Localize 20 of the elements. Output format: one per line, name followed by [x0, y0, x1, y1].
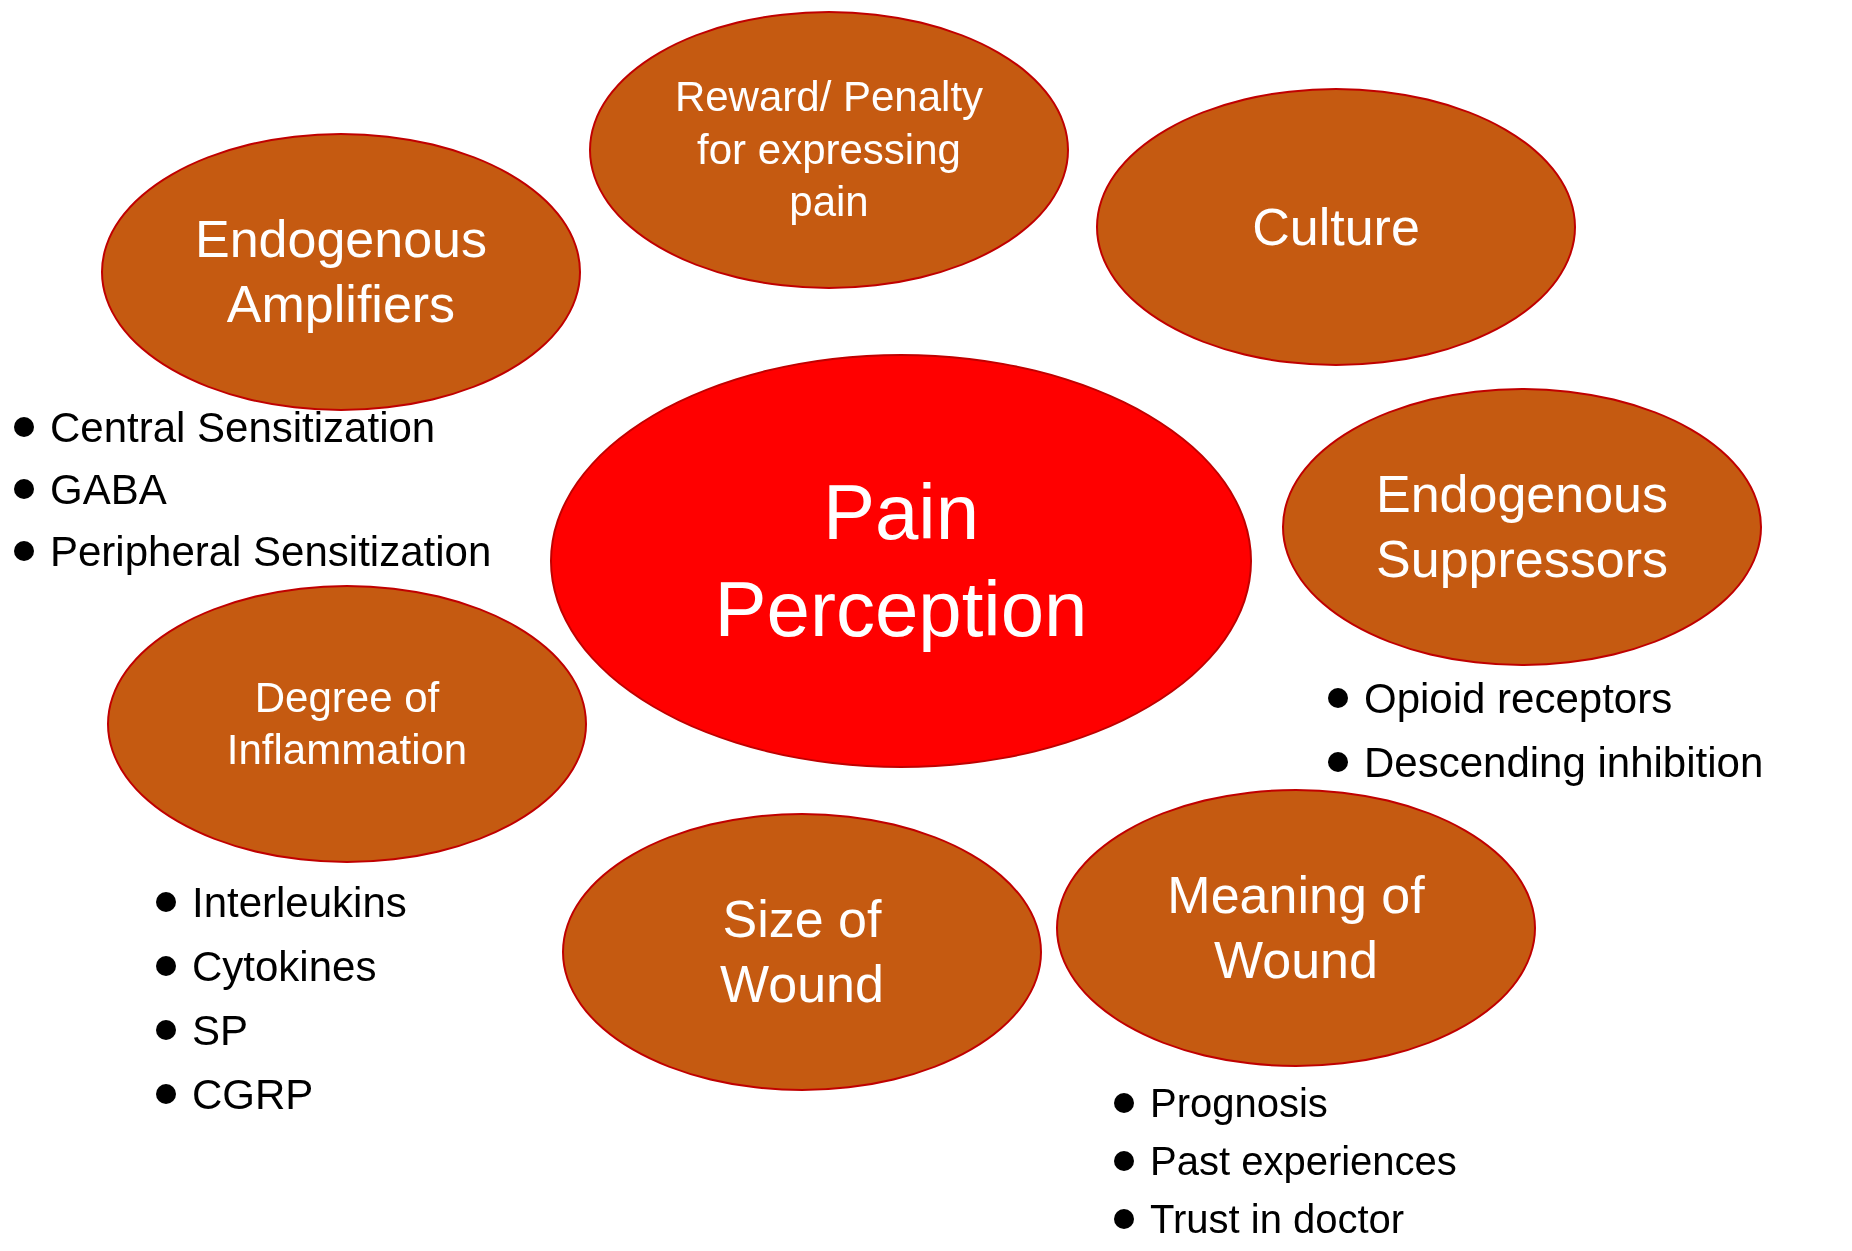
list-item: Interleukins — [192, 877, 407, 928]
list-item: Past experiences — [1150, 1138, 1457, 1185]
ellipse-label: Endogenous Amplifiers — [193, 209, 488, 335]
list-item: Trust in doctor — [1150, 1196, 1405, 1243]
list-item: CGRP — [192, 1069, 314, 1120]
ellipse-label: Endogenous Suppressors — [1374, 464, 1669, 590]
list-item: SP — [192, 1005, 249, 1056]
ellipse-label: Culture — [1252, 196, 1420, 258]
ellipse-label: Meaning of Wound — [1166, 865, 1426, 991]
ellipse-label: Reward/ Penalty for expressing pain — [673, 72, 985, 228]
list-item: Prognosis — [1150, 1080, 1328, 1127]
list-item: Descending inhibition — [1364, 737, 1764, 788]
ellipse-label: Size of Wound — [719, 889, 885, 1015]
list-item: Central Sensitization — [50, 402, 436, 453]
list-item: GABA — [50, 464, 167, 515]
list-item: Peripheral Sensitization — [50, 526, 492, 577]
ellipse-label: Degree of Inflammation — [225, 672, 469, 775]
list-item: Opioid receptors — [1364, 673, 1673, 724]
list-item: Cytokines — [192, 941, 377, 992]
ellipse-label: Pain Perception — [713, 466, 1089, 655]
